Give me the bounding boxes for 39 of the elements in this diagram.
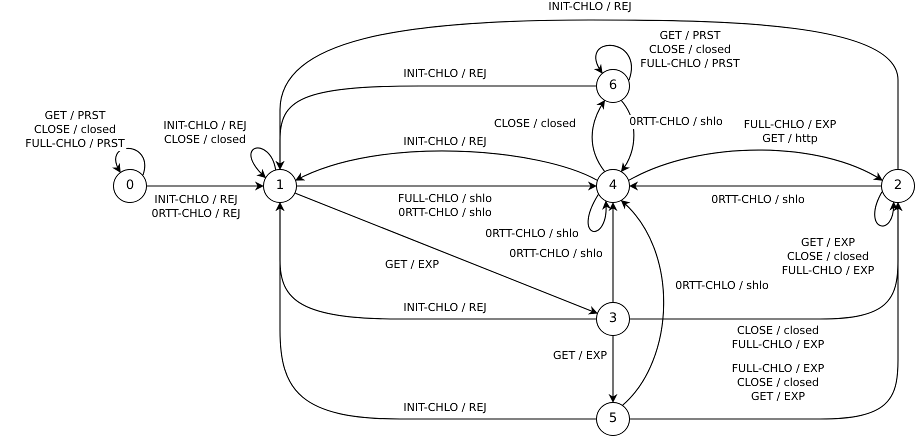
transition-arrow: [112, 148, 146, 176]
edge-label: 0RTT-CHLO / shlo: [507, 247, 605, 261]
edge-label: INIT-CHLO / REJ: [401, 301, 489, 315]
edge-label: 0RTT-CHLO / shlo: [709, 193, 807, 207]
edge-label: FULL-CHLO / EXP GET / http: [742, 118, 838, 146]
transition-arrow: [250, 147, 276, 178]
edge-label: 0RTT-CHLO / shlo: [673, 279, 771, 293]
edge-label: FULL-CHLO / EXP CLOSE / closed GET / EXP: [730, 362, 826, 404]
edge-label: GET / EXP: [551, 349, 609, 363]
edge-label: INIT-CHLO / REJ: [546, 0, 634, 14]
edge-label: INIT-CHLO / REJ 0RTT-CHLO / REJ: [150, 193, 242, 221]
edge-label: INIT-CHLO / REJ: [401, 67, 489, 81]
transition-arrow: [297, 182, 597, 190]
transition-arrow: [628, 150, 883, 181]
transition-arrow: [276, 202, 596, 420]
transition-arrow: [608, 202, 618, 302]
edge-label: GET / EXP CLOSE / closed FULL-CHLO / EXP: [780, 236, 876, 278]
transition-arrow: [295, 192, 598, 314]
transition-arrow: [588, 194, 610, 232]
edge-label: INIT-CHLO / REJ CLOSE / closed: [161, 119, 249, 147]
edge-label: GET / PRST CLOSE / closed FULL-CHLO / PRST: [638, 29, 742, 71]
transition-arrow: [295, 150, 598, 181]
transition-arrow: [608, 336, 618, 403]
edge-label: FULL-CHLO / shlo 0RTT-CHLO / shlo: [396, 192, 494, 220]
edge-label: 0RTT-CHLO / shlo: [627, 115, 725, 129]
edge-label: 0RTT-CHLO / shlo: [483, 227, 581, 241]
transition-arrow: [629, 182, 881, 190]
edge-label: INIT-CHLO / REJ: [401, 135, 489, 149]
transition-arrow: [620, 200, 664, 406]
transition-arrow: [594, 44, 632, 80]
transition-arrow: [874, 192, 898, 227]
transition-arrow: [147, 182, 264, 190]
transition-arrow: [630, 202, 902, 420]
transition-arrow: [592, 100, 605, 172]
transition-arrow: [276, 85, 596, 170]
edge-label: INIT-CHLO / REJ: [401, 401, 489, 415]
edge-label: CLOSE / closed FULL-CHLO / EXP: [730, 324, 826, 352]
edge-label: GET / PRST CLOSE / closed FULL-CHLO / PRST: [23, 109, 127, 151]
edge-label: GET / EXP: [383, 258, 441, 272]
